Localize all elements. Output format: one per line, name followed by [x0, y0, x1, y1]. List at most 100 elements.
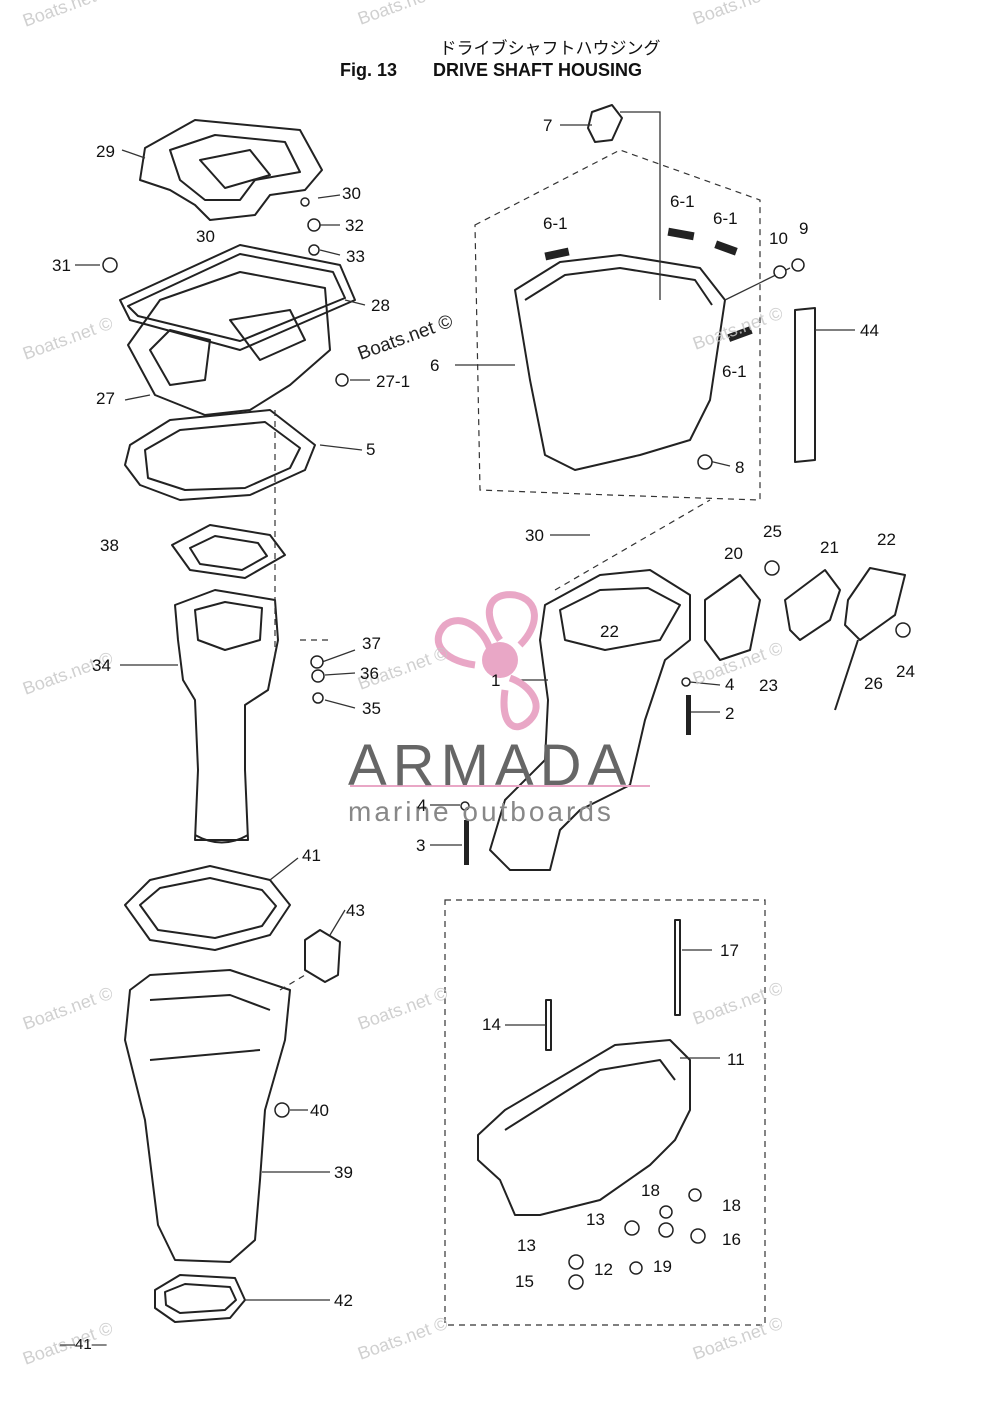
part-31-bolt: [102, 257, 118, 273]
part-20-cover: [704, 574, 761, 661]
callout-label: 10: [769, 229, 788, 248]
callout-label: 38: [100, 536, 119, 555]
callout-label: 8: [735, 458, 745, 477]
part-26-anode: [834, 639, 859, 711]
callout-label: 35: [362, 699, 381, 718]
callout-label: 19: [653, 1257, 672, 1276]
callout-label: 11: [727, 1050, 745, 1069]
callout-label: 25: [763, 522, 782, 541]
part-21-cover: [784, 569, 841, 641]
callout-label: 31: [52, 256, 71, 275]
part-3-bolt: [464, 820, 469, 865]
part-38-gasket: [171, 524, 286, 579]
part-40-bolt: [274, 1102, 290, 1118]
part-4b-washer: [460, 801, 470, 811]
callout-label: 13: [517, 1236, 536, 1255]
callout-label: 26: [864, 674, 883, 693]
callout-label: 32: [345, 216, 364, 235]
callout-label: 24: [896, 662, 915, 681]
part-4-washer: [681, 677, 691, 687]
part-36-washer: [311, 669, 325, 683]
callout-label: 1: [491, 671, 501, 690]
armada-logo-subtitle: marine outboards: [348, 796, 614, 827]
callout-label: 7: [543, 116, 553, 135]
part-8-bolt: [697, 454, 713, 470]
part-41-gasket: [124, 865, 291, 951]
part-25-bolt: [764, 560, 780, 576]
callout-label: 44: [860, 321, 879, 340]
part-14-stud: [545, 999, 552, 1051]
callout-label: 20: [724, 544, 743, 563]
part-6-1b-key: [667, 227, 695, 241]
callout-label: 30: [342, 184, 361, 203]
callout-label: 41: [302, 846, 321, 865]
callout-label: 17: [720, 941, 739, 960]
part-37-nut: [310, 655, 324, 669]
part-17-stud: [674, 919, 681, 1016]
callout-label: 21: [820, 538, 839, 557]
japanese-title: ドライブシャフトハウジング: [439, 39, 661, 59]
part-34-exhaust-tube: [174, 589, 279, 841]
callout-label: 18: [722, 1196, 741, 1215]
callout-label: 29: [96, 142, 115, 161]
armada-logo-propeller: [434, 591, 540, 731]
part-19-nut: [658, 1222, 674, 1238]
part-30-pin: [300, 197, 310, 207]
part-1-housing: [489, 569, 691, 871]
callout-label: 12: [594, 1260, 613, 1279]
callout-label: 2: [725, 704, 735, 723]
part-11-casing: [477, 1039, 691, 1216]
part-5-gasket: [124, 409, 316, 501]
callout-label: 6-1: [543, 214, 568, 233]
callout-label: 5: [366, 440, 376, 459]
part-24-bolt: [895, 622, 911, 638]
part-10-washer: [773, 265, 787, 279]
figure-label: Fig. 13: [340, 60, 398, 80]
part-39-housing: [124, 969, 291, 1263]
callout-label: 3: [416, 836, 426, 855]
callout-label: 6-1: [713, 209, 738, 228]
part-27-casting: [127, 271, 331, 416]
callout-label: 16: [722, 1230, 741, 1249]
callout-label: 6-1: [670, 192, 695, 211]
callout-label: 13: [586, 1210, 605, 1229]
callout-label: 23: [759, 676, 778, 695]
part-6-1-key: [544, 247, 570, 261]
callout-label: 43: [346, 901, 365, 920]
part-6-1c-key: [714, 240, 738, 256]
callout-label: 6: [430, 356, 440, 375]
callout-label: 4: [417, 796, 427, 815]
part-18-washer: [688, 1188, 702, 1202]
part-13-nut: [624, 1220, 640, 1236]
callout-label: 27: [96, 389, 115, 408]
callout-label: 33: [346, 247, 365, 266]
part-9-bolt: [791, 258, 805, 272]
part-32-bolt: [307, 218, 321, 232]
callout-label: 18: [641, 1181, 660, 1200]
page-title: DRIVE SHAFT HOUSING: [433, 60, 643, 80]
callout-label: 28: [371, 296, 390, 315]
callout-label: 9: [799, 219, 809, 238]
part-35-bolt: [312, 692, 324, 704]
callout-label: 15: [515, 1272, 534, 1291]
part-28-seal: [119, 244, 356, 351]
part-43-bracket: [304, 929, 341, 983]
part-22-cover: [844, 567, 906, 641]
part-18b-washer: [659, 1205, 673, 1219]
callout-label: 4: [725, 675, 735, 694]
part-33-washer: [308, 244, 320, 256]
part-27-1-bolt: [335, 373, 349, 387]
callout-label: 14: [482, 1015, 501, 1034]
callout-label: 37: [362, 634, 381, 653]
callout-label: 36: [360, 664, 379, 683]
armada-logo-text: ARMADA: [348, 733, 633, 798]
callout-label: 39: [334, 1163, 353, 1182]
part-13b-nut: [568, 1254, 584, 1270]
callout-label: 42: [334, 1291, 353, 1310]
part-12-bolt: [629, 1261, 643, 1275]
part-29-gasket: [139, 119, 323, 221]
page-number: —41—: [60, 1336, 107, 1353]
callout-label: 30: [196, 227, 215, 246]
